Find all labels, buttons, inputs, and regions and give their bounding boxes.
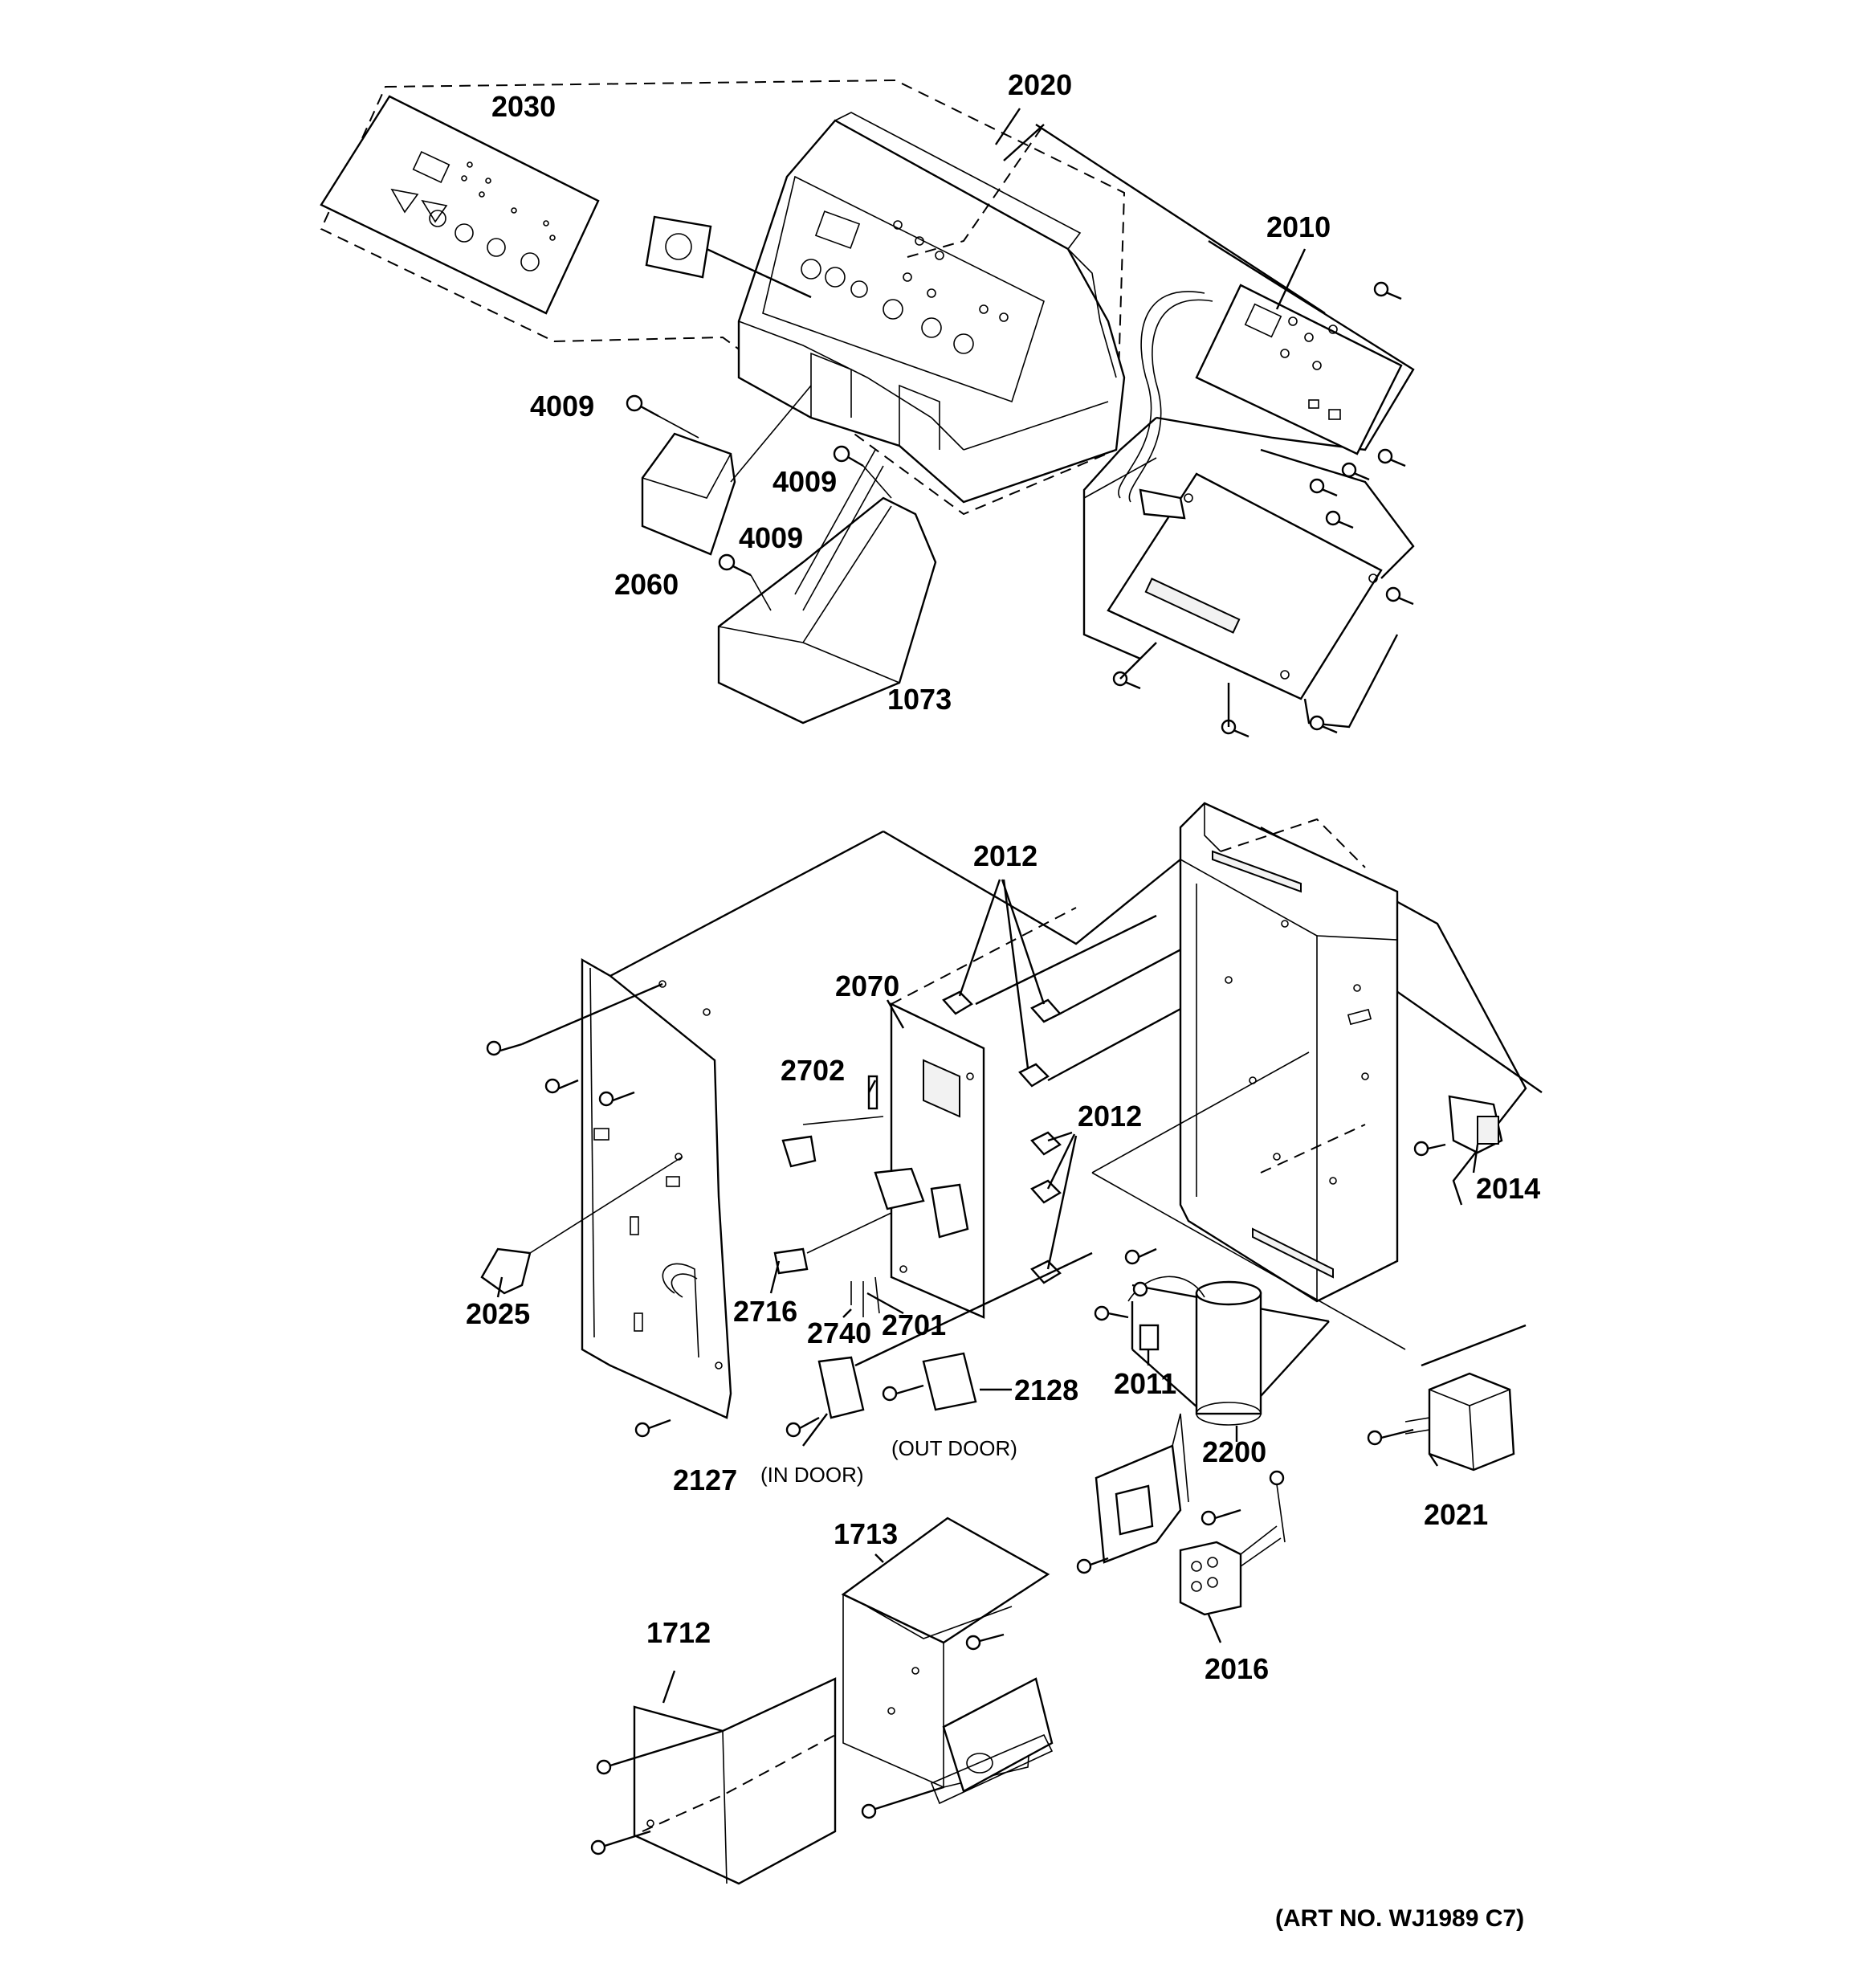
control-panel-assembly — [320, 79, 1326, 725]
cabinet-assembly — [480, 802, 1543, 1616]
callout-leaders — [496, 248, 1479, 1643]
cover-1073 — [717, 449, 937, 725]
callout-2070: 2070 — [835, 970, 899, 1002]
relay-2127 — [785, 1356, 865, 1447]
callout-1712: 1712 — [646, 1616, 711, 1649]
note-in-door: (IN DOOR) — [760, 1463, 864, 1487]
relay-assembly — [773, 1116, 969, 1317]
bracket-1713 — [841, 1517, 1054, 1819]
callout-2021: 2021 — [1424, 1498, 1488, 1531]
callout-2030: 2030 — [491, 90, 556, 123]
capacitor-2200 — [1094, 1247, 1330, 1426]
callout-2200: 2200 — [1202, 1435, 1266, 1468]
callout-2128: 2128 — [1014, 1374, 1078, 1406]
box-2060 — [641, 385, 812, 556]
callout-labels: 2030 2020 2010 4009 4009 4009 2060 1073 … — [466, 68, 1540, 1932]
cabinet-box — [1091, 802, 1406, 1350]
callout-2016: 2016 — [1205, 1652, 1269, 1685]
callout-2701: 2701 — [882, 1308, 946, 1341]
relay-2128 — [882, 1352, 977, 1411]
transformer-2021 — [1367, 1324, 1527, 1472]
callout-4009-c: 4009 — [739, 521, 803, 554]
terminal-2014 — [1413, 1095, 1503, 1157]
screw-4009-c — [718, 553, 772, 611]
callout-2060: 2060 — [614, 568, 679, 601]
connector-2016 — [1179, 1470, 1286, 1616]
callout-2014: 2014 — [1476, 1172, 1540, 1205]
side-panel-left — [581, 957, 732, 1419]
gasket-square — [645, 215, 712, 279]
callout-2740: 2740 — [807, 1316, 871, 1349]
art-number: (ART NO. WJ1989 C7) — [1275, 1905, 1524, 1932]
callout-2012-a: 2012 — [973, 839, 1037, 872]
pcb-assembly-2010 — [1082, 239, 1415, 738]
callout-4009-b: 4009 — [773, 465, 837, 498]
panel-screw — [486, 1040, 671, 1438]
callout-1073: 1073 — [887, 683, 952, 716]
bracket-1712 — [590, 1670, 837, 1885]
callout-2011: 2011 — [1114, 1367, 1176, 1400]
callout-2020: 2020 — [1008, 68, 1072, 101]
pcb-screw — [1112, 281, 1414, 738]
overlay-panel-2030 — [320, 95, 600, 315]
screw-4009-a — [626, 394, 699, 439]
clip-2025 — [480, 1156, 683, 1295]
callout-2702: 2702 — [781, 1054, 845, 1087]
callout-2012-b: 2012 — [1078, 1100, 1142, 1133]
control-housing-2020 — [737, 112, 1126, 504]
callout-2025: 2025 — [466, 1297, 530, 1330]
callout-4009-a: 4009 — [530, 390, 594, 423]
junction-box — [1076, 1413, 1189, 1574]
note-out-door: (OUT DOOR) — [891, 1436, 1017, 1460]
callout-1713: 1713 — [834, 1517, 898, 1550]
screw-4009-b — [833, 445, 892, 499]
callout-2127: 2127 — [673, 1463, 737, 1496]
callout-2716: 2716 — [733, 1295, 797, 1328]
callout-2010: 2010 — [1266, 210, 1331, 243]
